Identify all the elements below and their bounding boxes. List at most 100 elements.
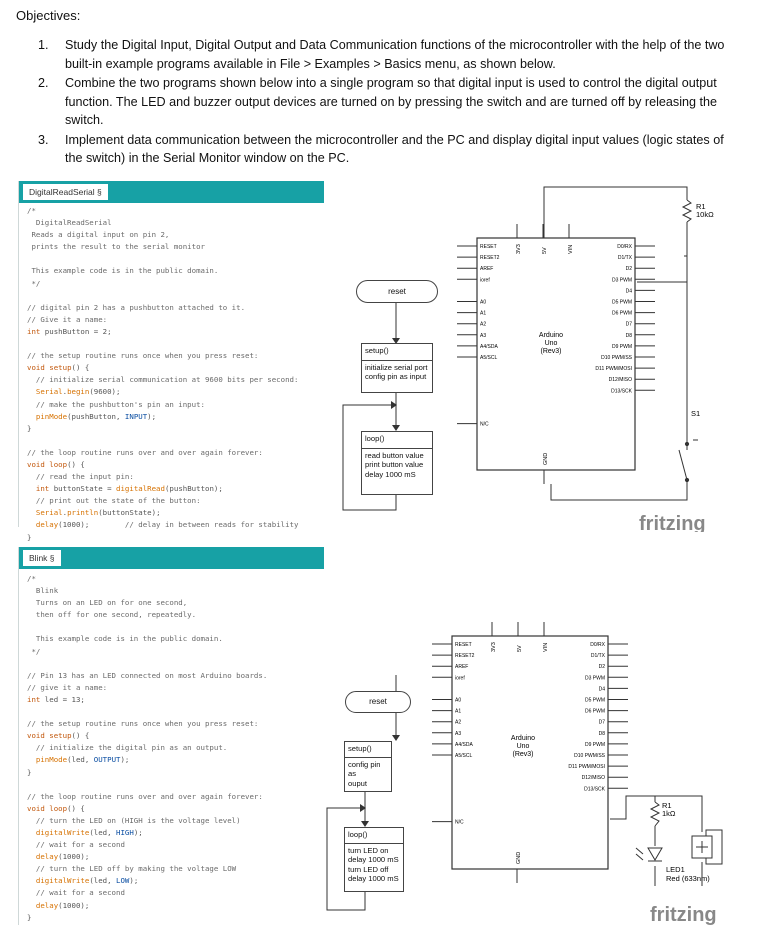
- board-pin-label: A5/SCL: [480, 355, 497, 361]
- board-pin-label: D11 PWM/MOSI: [568, 764, 605, 770]
- code-line: // initialize the digital pin as an outp…: [27, 743, 228, 753]
- loop-step: turn LED off: [348, 864, 389, 874]
- board-pin-label: A1: [455, 709, 461, 715]
- board-name-line: Arduino: [539, 332, 563, 339]
- code-listing: /* Blink Turns on an LED on for one seco…: [27, 573, 267, 924]
- resistor-value: 10kΩ: [696, 210, 714, 219]
- loop-step: print button value: [365, 460, 424, 469]
- reset-terminator: reset: [356, 280, 438, 303]
- board-pin-label: D13/SCK: [611, 388, 633, 394]
- code-line: int buttonState = digitalRead(pushButton…: [35, 484, 223, 494]
- board-pin-label: A0: [480, 300, 486, 306]
- board-pin-label: D11 PWM/MOSI: [595, 366, 632, 372]
- board-pin-label: 3V3: [516, 244, 522, 254]
- board-pin-label: N/C: [455, 820, 464, 826]
- board-pin-label: D4: [626, 288, 633, 294]
- code-line: }: [27, 767, 32, 777]
- code-line: // Pin 13 has an LED connected on most A…: [27, 670, 268, 680]
- board-pin-label: 5V: [517, 645, 523, 652]
- loop-block: loop() turn LED on delay 1000 mS turn LE…: [344, 827, 404, 892]
- board-pin-label: D6 PWM: [585, 709, 605, 715]
- code-line: // initialize serial communication at 96…: [27, 375, 299, 385]
- code-line: int led = 13;: [27, 694, 85, 704]
- loop-step: delay 1000 mS: [348, 855, 399, 864]
- digitalreadserial-code-panel: DigitalReadSerial § /* DigitalReadSerial…: [18, 181, 324, 542]
- board-pin-label: D4: [599, 686, 606, 692]
- code-line: // the setup routine runs once when you …: [27, 351, 259, 361]
- setup-step: config pin as input: [365, 372, 427, 381]
- board-pin-label: VIN: [543, 643, 549, 652]
- editor-tab[interactable]: DigitalReadSerial §: [23, 184, 108, 200]
- code-line: int pushButton = 2;: [27, 326, 112, 336]
- board-pin-label: A3: [480, 333, 486, 339]
- code-line: // digital pin 2 has a pushbutton attach…: [27, 302, 246, 312]
- code-line: then off for one second, repeatedly.: [27, 610, 197, 620]
- board-pin-label: D7: [599, 720, 606, 726]
- board-pin-label: D5 PWM: [585, 698, 605, 704]
- loop-step: delay 1000 mS: [365, 469, 416, 479]
- resistor-symbol: [681, 199, 693, 223]
- resistor-label: R1: [662, 801, 672, 810]
- code-line: }: [27, 912, 32, 922]
- board-pin-label: D6 PWM: [612, 311, 632, 317]
- led-label: LED1: [666, 865, 685, 874]
- code-line: Serial.begin(9600);: [35, 387, 121, 397]
- editor-tab[interactable]: Blink §: [23, 550, 61, 566]
- loop-step: delay 1000 mS: [348, 874, 399, 883]
- board-pin-label: VIN: [568, 245, 574, 254]
- board-pin-label: D12/MISO: [582, 775, 605, 781]
- code-line: Reads a digital input on pin 2,: [27, 230, 170, 240]
- loop-block: loop() read button value print button va…: [361, 431, 433, 495]
- board-pin-label: N/C: [480, 422, 489, 428]
- code-line: // turn the LED off by making the voltag…: [27, 864, 237, 874]
- switch-label: S1: [691, 409, 700, 418]
- board-pin-label: A2: [480, 322, 486, 328]
- code-listing: /* DigitalReadSerial Reads a digital inp…: [27, 205, 298, 544]
- board-pin-label: D10 PWM/SS: [574, 753, 606, 759]
- switch-symbol: [684, 439, 698, 483]
- loop-label: loop(): [348, 830, 368, 839]
- fritzing-logo: fritzing: [650, 904, 717, 926]
- resistor-label: R1: [696, 202, 706, 211]
- code-line: // wait for a second: [27, 840, 125, 850]
- objective-number: 1.: [38, 38, 49, 52]
- code-line: void loop() {: [27, 459, 85, 469]
- board-pin-label: D0/RX: [617, 244, 632, 250]
- code-line: // give it a name:: [27, 682, 108, 692]
- objective-text: Study the Digital Input, Digital Output …: [65, 38, 725, 71]
- setup-block: setup() initialize serial port config pi…: [361, 343, 433, 393]
- board-pin-label: RESET: [455, 642, 472, 648]
- led-symbol: [635, 847, 663, 862]
- board-pin-label: A2: [455, 720, 461, 726]
- setup-block: setup() config pin as ouput: [344, 741, 392, 792]
- objectives-list: 1. Study the Digital Input, Digital Outpu…: [38, 36, 738, 169]
- board-name-line: (Rev3): [540, 348, 561, 355]
- code-line: delay(1000);: [35, 852, 90, 862]
- board-pin-label: RESET2: [480, 255, 500, 261]
- objective-item: 3.Implement data communication between t…: [38, 131, 738, 168]
- board-pin-label: D0/RX: [590, 642, 605, 648]
- code-line: */: [27, 646, 41, 656]
- led-value: Red (633nm): [666, 874, 710, 883]
- board-pin-label: D9 PWM: [585, 742, 605, 748]
- blink-code-panel: Blink § /* Blink Turns on an LED on for …: [18, 547, 324, 925]
- board-pin-label: A3: [455, 731, 461, 737]
- board-pin-label: D12/MISO: [609, 377, 632, 383]
- board-pin-label: A4/SDA: [455, 742, 473, 748]
- board-pin-label: D8: [599, 731, 606, 737]
- board-pin-label: RESET: [480, 244, 497, 250]
- code-line: /*: [27, 574, 36, 583]
- code-line: /*: [27, 206, 36, 215]
- code-line: DigitalReadSerial: [27, 218, 112, 228]
- loop-step: read button value: [365, 450, 424, 460]
- code-line: // the loop routine runs over and over a…: [27, 447, 263, 457]
- code-line: // Give it a name:: [27, 314, 108, 324]
- board-pin-label: ioref: [480, 277, 490, 283]
- board-pin-label: D9 PWM: [612, 344, 632, 350]
- code-line: prints the result to the serial monitor: [27, 242, 205, 252]
- board-pin-label: D3 PWM: [612, 277, 632, 283]
- code-line: Turns on an LED on for one second,: [27, 598, 188, 608]
